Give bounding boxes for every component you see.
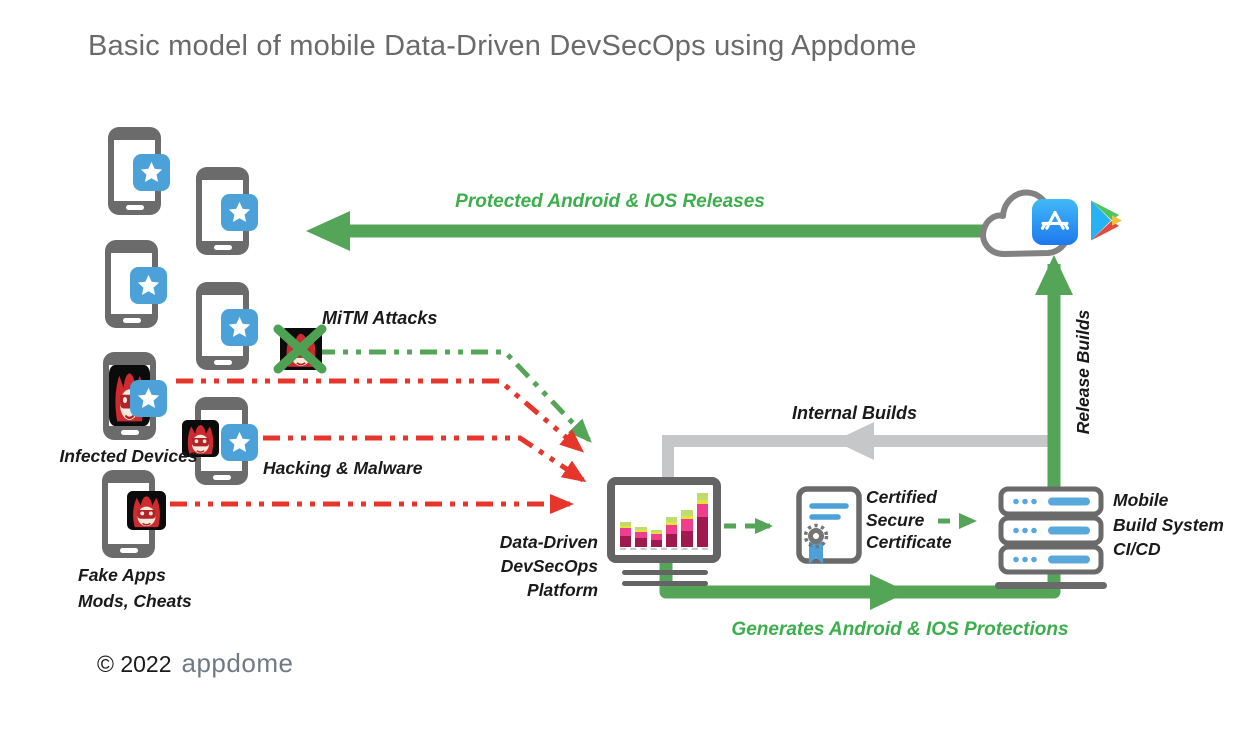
chart-bar xyxy=(696,493,708,547)
protected-releases-arrow xyxy=(306,211,985,251)
attack-line-hacking xyxy=(263,435,587,483)
app-star-icon xyxy=(130,267,167,304)
brand-logo: appdome xyxy=(181,648,294,678)
hacking-malware-label: Hacking & Malware xyxy=(263,458,423,478)
certificate-label: Certified Secure Certificate xyxy=(866,487,952,552)
chart-bar xyxy=(666,517,678,547)
app-star-icon xyxy=(221,309,258,346)
generates-protections-label: Generates Android & IOS Protections xyxy=(731,619,1069,640)
internal-builds-label: Internal Builds xyxy=(792,403,918,423)
chart-bar xyxy=(635,527,647,547)
google-play-icon xyxy=(1086,198,1126,243)
mitm-blocked-line xyxy=(318,349,592,443)
copyright: © 2022 appdome xyxy=(97,648,293,679)
blocked-x-icon xyxy=(273,324,327,374)
chart-bar xyxy=(650,530,662,547)
infected-devices-label: Infected Devices xyxy=(59,446,198,466)
mitm-attacks-label: MiTM Attacks xyxy=(322,308,438,328)
page-title: Basic model of mobile Data-Driven DevSec… xyxy=(88,30,917,62)
chart-bar xyxy=(620,522,632,547)
monitor-stand xyxy=(622,581,708,586)
server-stack-icon xyxy=(995,486,1107,592)
chart-bar xyxy=(681,510,693,547)
platform-bar-chart xyxy=(620,489,708,550)
internal-builds-arrow xyxy=(662,422,1058,478)
platform-label: Data-Driven DevSecOps Platform xyxy=(499,532,598,600)
certificate-seal-icon xyxy=(795,486,863,568)
malware-devil-icon xyxy=(127,491,166,530)
app-store-icon xyxy=(1032,199,1078,245)
mitm-attack-icon xyxy=(272,321,328,377)
monitor-chart-icon xyxy=(607,477,721,563)
monitor-stand xyxy=(622,570,708,575)
fake-apps-label: Fake Apps Mods, Cheats xyxy=(78,565,192,611)
copyright-year: © 2022 xyxy=(97,651,172,677)
app-star-icon xyxy=(130,380,167,417)
app-star-icon xyxy=(221,194,258,231)
release-builds-label: Release Builds xyxy=(1073,309,1093,435)
app-star-icon xyxy=(221,424,258,461)
attack-line-infected xyxy=(176,378,585,453)
protected-releases-label: Protected Android & IOS Releases xyxy=(455,191,765,212)
build-system-label: Mobile Build System CI/CD xyxy=(1113,490,1224,559)
app-star-icon xyxy=(133,154,170,191)
